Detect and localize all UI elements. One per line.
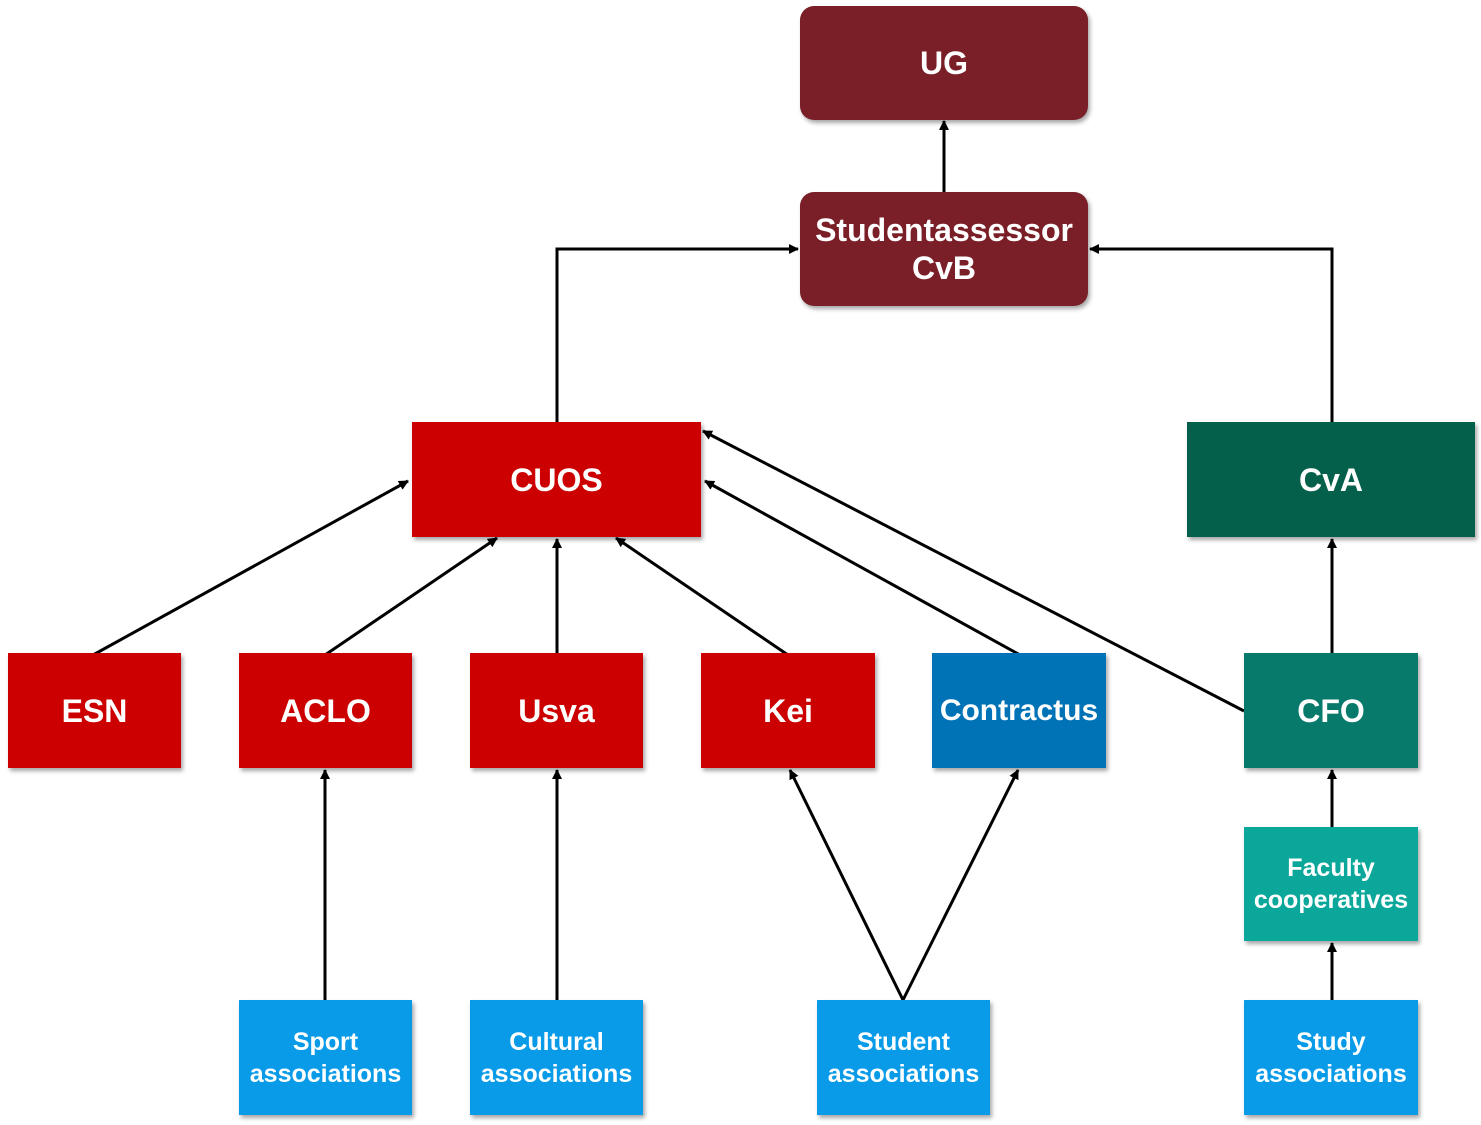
node-studentassessor-cvb[interactable]: Studentassessor CvB: [800, 192, 1088, 306]
node-aclo[interactable]: ACLO: [239, 653, 412, 768]
node-ug-label: UG: [920, 45, 968, 81]
node-cuos-label: CUOS: [510, 461, 603, 498]
node-cfo-label: CFO: [1297, 692, 1365, 729]
arrow-cuos-to-studentassessor: [555, 244, 799, 422]
node-esn-label: ESN: [61, 692, 128, 729]
node-sport-associations[interactable]: Sport associations: [239, 1000, 412, 1115]
node-cultural-associations[interactable]: Cultural associations: [470, 1000, 643, 1115]
node-usva[interactable]: Usva: [470, 653, 643, 768]
node-faculty-cooperatives[interactable]: Faculty cooperatives: [1244, 827, 1418, 941]
node-studentassessor-label: Studentassessor CvB: [815, 212, 1073, 286]
node-study-label: Study associations: [1255, 1027, 1407, 1088]
arrow-esn-to-cuos: [92, 479, 409, 657]
arrow-student-to-kei: [788, 769, 905, 1001]
node-contractus-label: Contractus: [939, 693, 1099, 727]
arrow-kei-to-cuos: [615, 536, 789, 657]
node-sport-label: Sport associations: [249, 1027, 402, 1088]
node-usva-label: Usva: [518, 692, 595, 729]
node-student-label: Student associations: [827, 1027, 980, 1088]
node-student-associations[interactable]: Student associations: [817, 1000, 990, 1115]
arrow-cva-to-studentassessor: [1089, 244, 1334, 422]
node-cultural-label: Cultural associations: [480, 1027, 633, 1088]
node-study-associations[interactable]: Study associations: [1244, 1000, 1418, 1115]
node-cva[interactable]: CvA: [1187, 422, 1475, 537]
node-kei[interactable]: Kei: [701, 653, 875, 768]
arrow-cfo-to-cuos: [702, 429, 1245, 713]
node-cuos[interactable]: CUOS: [412, 422, 701, 537]
node-kei-label: Kei: [763, 692, 813, 729]
node-contractus[interactable]: Contractus: [932, 653, 1106, 768]
node-esn[interactable]: ESN: [8, 653, 181, 768]
node-aclo-label: ACLO: [280, 692, 371, 729]
node-cfo[interactable]: CFO: [1244, 653, 1418, 768]
arrow-aclo-to-cuos: [324, 536, 498, 657]
node-faculty-label: Faculty cooperatives: [1253, 854, 1409, 914]
node-cva-label: CvA: [1298, 461, 1363, 498]
arrow-student-to-contractus: [901, 769, 1020, 1001]
node-ug[interactable]: UG: [800, 6, 1088, 120]
arrow-contractus-to-cuos: [704, 479, 1021, 657]
